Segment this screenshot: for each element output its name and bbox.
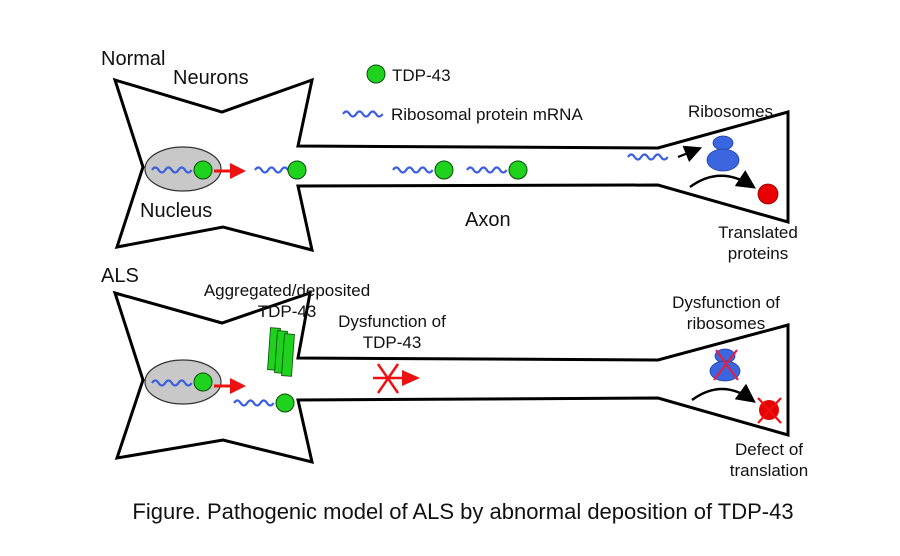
label-translation: translation	[730, 461, 808, 480]
als-neuron	[112, 290, 790, 465]
black-arrow-icon	[677, 145, 703, 163]
label-aggregated: Aggregated/deposited	[204, 281, 370, 300]
defective-protein-icon	[757, 397, 782, 424]
translated-protein-icon	[757, 183, 779, 205]
legend-tdp43-icon	[366, 64, 386, 84]
tdp43-icon	[193, 160, 213, 180]
label-als: ALS	[101, 265, 139, 287]
tdp43-icon	[193, 372, 213, 392]
tdp43-icon	[287, 160, 307, 180]
label-aggregated-tdp43: TDP-43	[258, 302, 317, 321]
label-defect: Defect of	[735, 440, 803, 459]
legend-tdp43-label: TDP-43	[392, 66, 451, 85]
label-axon: Axon	[465, 209, 511, 231]
curved-arrow-icon	[691, 383, 756, 403]
dysfunctional-ribosome-icon	[709, 348, 741, 382]
label-dysfunction-tdp43-2: TDP-43	[363, 333, 422, 352]
curved-arrow-icon	[689, 170, 757, 189]
red-arrow-icon	[214, 163, 246, 179]
tdp43-icon	[434, 160, 454, 180]
label-normal: Normal	[101, 48, 165, 70]
figure-caption: Figure. Pathogenic model of ALS by abnor…	[132, 499, 793, 524]
label-neurons: Neurons	[173, 67, 249, 89]
label-ribosomes: Ribosomes	[688, 102, 773, 121]
aggregated-tdp43-icon	[267, 327, 295, 377]
label-proteins: proteins	[728, 244, 788, 263]
tdp43-icon	[508, 160, 528, 180]
label-dysfunction-ribosomes: Dysfunction of	[672, 293, 780, 312]
tdp43-icon	[275, 393, 295, 413]
ribosome-icon	[706, 135, 740, 172]
normal-neuron	[112, 77, 790, 253]
blocked-arrow-icon	[373, 363, 420, 394]
legend-mrna-icon	[341, 110, 384, 118]
label-nucleus: Nucleus	[140, 200, 212, 222]
red-arrow-icon	[214, 378, 246, 394]
label-dysfunction-ribosomes-2: ribosomes	[687, 314, 765, 333]
legend-mrna-label: Ribosomal protein mRNA	[391, 105, 583, 124]
label-translated: Translated	[718, 223, 798, 242]
label-dysfunction-tdp43: Dysfunction of	[338, 312, 446, 331]
